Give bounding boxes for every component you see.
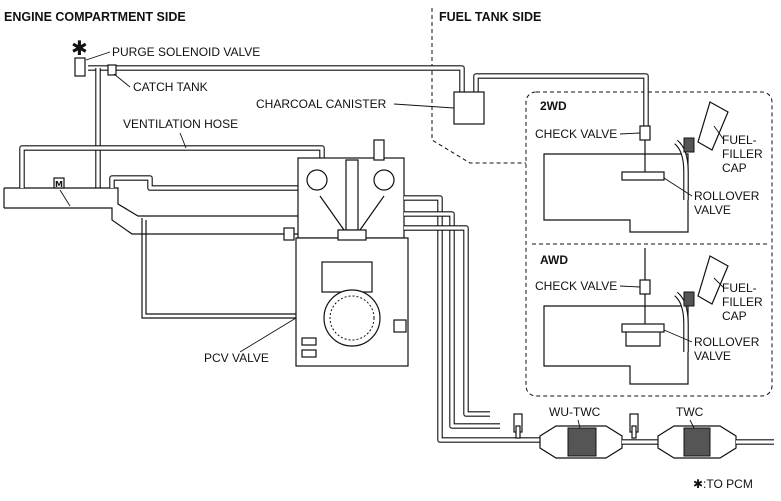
catch-tank <box>107 64 117 76</box>
wu-twc <box>539 425 623 459</box>
wu-twc-label: WU-TWC <box>549 405 601 419</box>
rollover-valve-awd <box>621 323 665 333</box>
fuel-tank-region <box>525 91 773 397</box>
maf-sensor <box>53 177 65 189</box>
throttle-body <box>109 175 298 191</box>
purge-solenoid-valve-label: PURGE SOLENOID VALVE <box>112 45 260 59</box>
fuel-filler-cap-awd-line2: FILLER <box>722 295 763 309</box>
check-valve-2wd <box>639 125 651 141</box>
engine-side-header: ENGINE COMPARTMENT SIDE <box>4 10 186 24</box>
twc-label: TWC <box>676 405 704 419</box>
intake-pipe <box>3 187 300 235</box>
engine <box>283 139 409 367</box>
section-divider <box>431 8 526 164</box>
charcoal-canister-label: CHARCOAL CANISTER <box>256 97 387 111</box>
check-valve-awd <box>639 279 651 295</box>
fuel-filler-cap-2wd <box>697 101 729 151</box>
pcv-hose <box>141 218 298 319</box>
purge-line <box>88 65 465 100</box>
rollover-valve-2wd-line2: VALVE <box>694 203 731 217</box>
fuel-filler-cap-2wd-line1: FUEL- <box>722 133 757 147</box>
tank-awd: AWD <box>540 248 729 385</box>
tank-2wd: 2WD <box>540 99 729 233</box>
pcv-valve-label: PCV VALVE <box>204 351 269 365</box>
rollover-valve-awd-line2: VALVE <box>694 349 731 363</box>
check-valve-awd-label: CHECK VALVE <box>535 279 617 293</box>
fuel-tank-side-header: FUEL TANK SIDE <box>439 10 541 24</box>
rollover-valve-2wd-line1: ROLLOVER <box>694 189 760 203</box>
exhaust-pipes <box>404 195 540 443</box>
fuel-filler-cap-awd-line1: FUEL- <box>722 281 757 295</box>
fuel-filler-cap-2wd-line2: FILLER <box>722 147 763 161</box>
o2-sensor-front <box>513 413 523 439</box>
maf-icon: M <box>55 180 63 189</box>
rollover-valve-awd-line1: ROLLOVER <box>694 335 760 349</box>
twc <box>657 425 737 459</box>
footnote: ✱:TO PCM <box>693 477 753 491</box>
tank-awd-title: AWD <box>540 253 568 267</box>
fuel-filler-cap-2wd-line3: CAP <box>722 161 747 175</box>
catch-tank-label: CATCH TANK <box>133 80 208 94</box>
asterisk-mark: ✱ <box>71 36 88 60</box>
charcoal-canister <box>453 91 485 125</box>
canister-vent-line <box>473 73 649 132</box>
o2-sensor-rear <box>629 413 639 439</box>
fuel-filler-cap-awd-line3: CAP <box>722 309 747 323</box>
ventilation-hose <box>19 145 325 188</box>
fuel-filler-cap-awd <box>697 255 729 305</box>
rollover-valve-2wd <box>621 171 665 181</box>
check-valve-2wd-label: CHECK VALVE <box>535 127 617 141</box>
purge-solenoid-valve <box>74 57 86 77</box>
ventilation-hose-label: VENTILATION HOSE <box>123 117 238 131</box>
tank-2wd-title: 2WD <box>540 99 567 113</box>
